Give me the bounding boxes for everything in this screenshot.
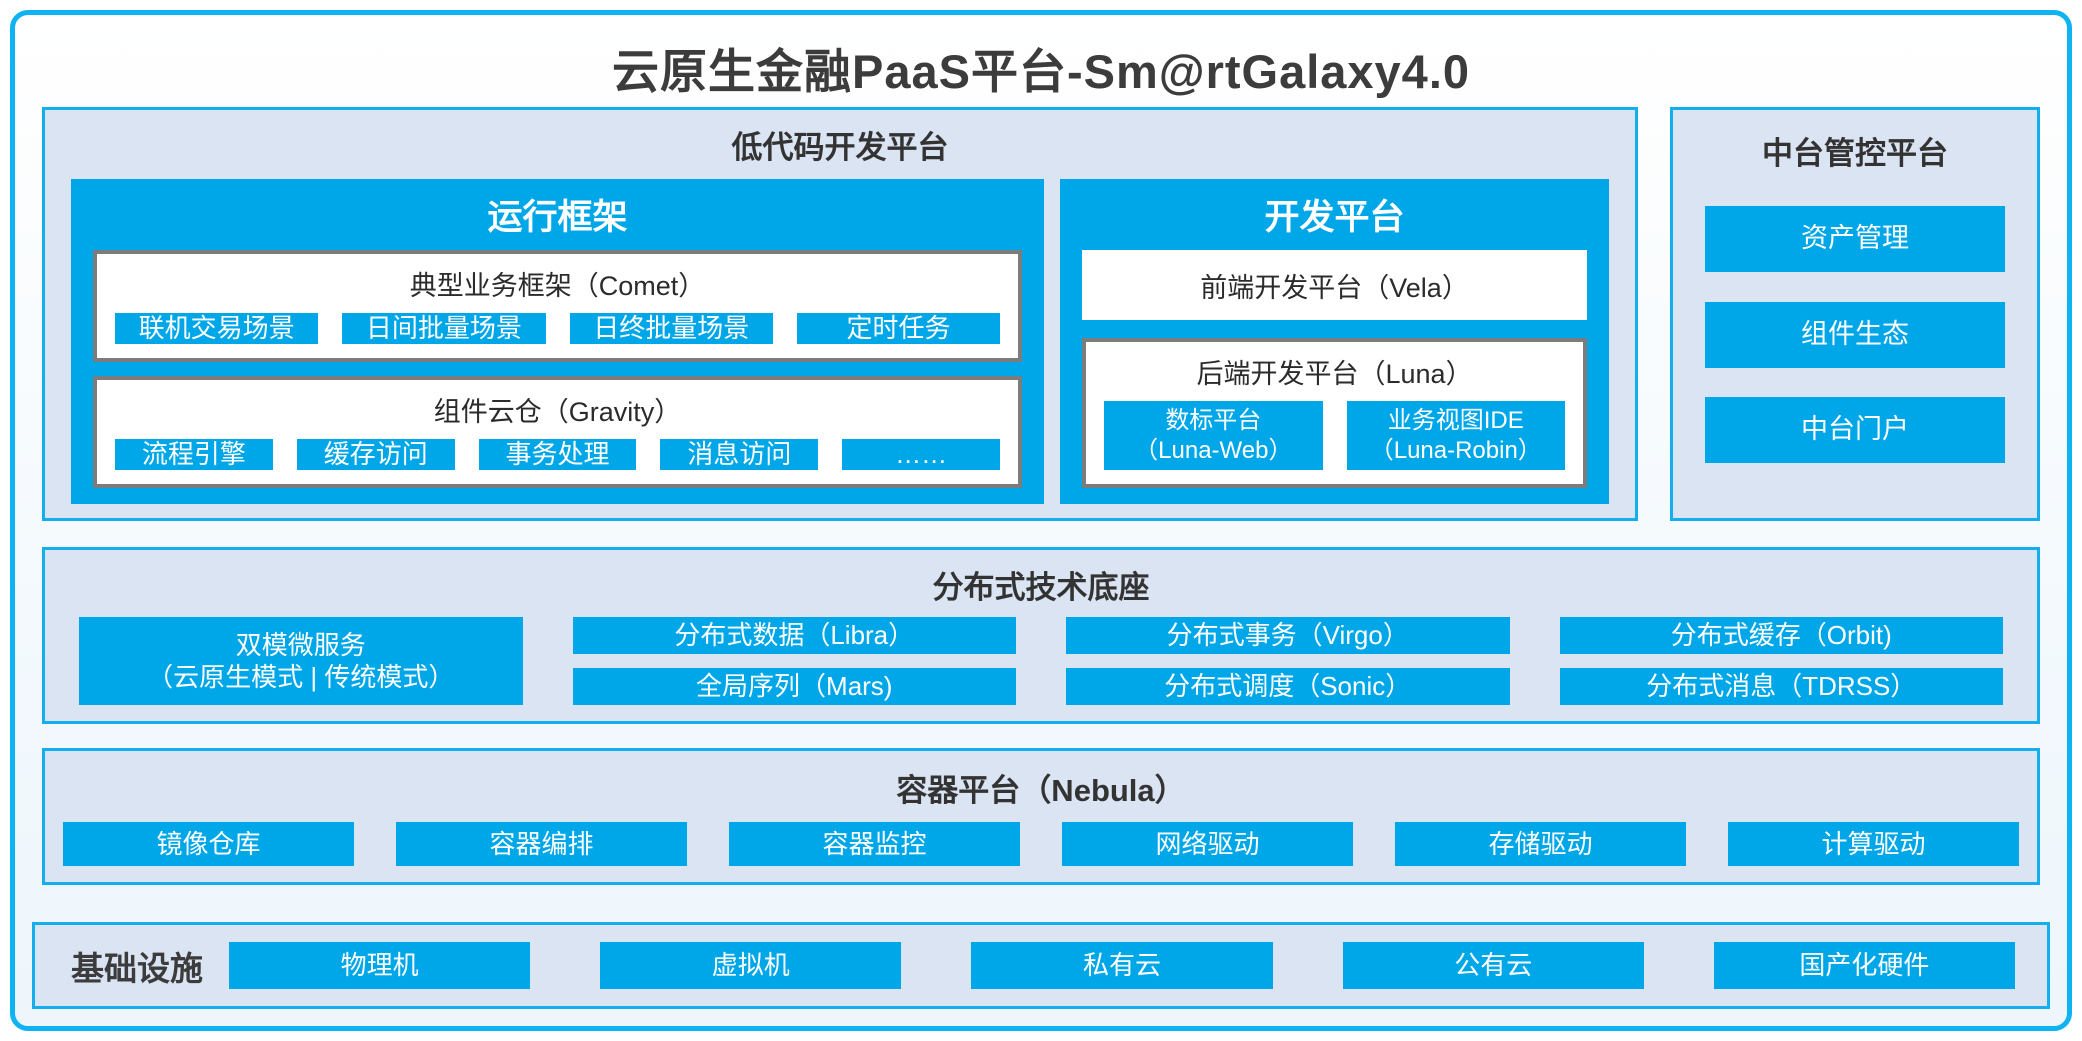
private-cloud-chip: 私有云 xyxy=(971,942,1273,989)
storage-driver-chip: 存储驱动 xyxy=(1395,822,1686,866)
luna-title: 后端开发平台（Luna） xyxy=(1196,359,1473,389)
mid-platform-portal-chip: 中台门户 xyxy=(1705,396,2005,463)
dual-mode-line1: 双模微服务 xyxy=(235,629,366,660)
luna-chips: 数标平台 （Luna-Web） 业务视图IDE （Luna-Robin） xyxy=(1104,401,1565,470)
runtime-framework-title: 运行框架 xyxy=(487,198,628,237)
compute-driver-chip: 计算驱动 xyxy=(1728,822,2019,866)
image-registry-chip: 镜像仓库 xyxy=(63,822,354,866)
infrastructure-panel: 基础设施 物理机 虚拟机 私有云 公有云 国产化硬件 xyxy=(32,922,2050,1009)
container-monitoring-chip: 容器监控 xyxy=(729,822,1020,866)
dual-mode-line2: （云原生模式 | 传统模式） xyxy=(147,662,455,692)
network-driver-chip: 网络驱动 xyxy=(1062,822,1353,866)
gravity-chip: 事务处理 xyxy=(478,439,637,470)
gravity-chip: 流程引擎 xyxy=(115,439,273,470)
vela-box: 前端开发平台（Vela） xyxy=(1082,250,1587,320)
page-title: 云原生金融PaaS平台-Sm@rtGalaxy4.0 xyxy=(611,44,1471,98)
container-platform-title: 容器平台（Nebula） xyxy=(896,773,1186,808)
distributed-scheduling-chip: 分布式调度（Sonic） xyxy=(1066,668,1510,705)
distributed-message-chip: 分布式消息（TDRSS） xyxy=(1559,668,2003,705)
lowcode-platform-panel: 低代码开发平台 运行框架 典型业务框架（Comet） 联机交易场景 日间批量场景… xyxy=(42,107,1638,521)
distributed-grid: 双模微服务 （云原生模式 | 传统模式） 分布式数据（Libra） 全局序列（M… xyxy=(45,617,2037,721)
top-row: 低代码开发平台 运行框架 典型业务框架（Comet） 联机交易场景 日间批量场景… xyxy=(42,107,2040,521)
dual-mode-microservice-chip: 双模微服务 （云原生模式 | 传统模式） xyxy=(79,617,523,705)
luna-robin-line1: 业务视图IDE xyxy=(1387,406,1524,434)
distributed-col-2: 分布式事务（Virgo） 分布式调度（Sonic） xyxy=(1066,617,1510,705)
component-ecosystem-chip: 组件生态 xyxy=(1705,301,2005,368)
infrastructure-chips: 物理机 虚拟机 私有云 公有云 国产化硬件 xyxy=(229,942,2016,989)
container-platform-panel: 容器平台（Nebula） 镜像仓库 容器编排 容器监控 网络驱动 存储驱动 计算… xyxy=(42,748,2040,885)
distributed-data-chip: 分布式数据（Libra） xyxy=(572,617,1016,654)
comet-title: 典型业务框架（Comet） xyxy=(409,271,706,301)
comet-chip: 联机交易场景 xyxy=(115,313,319,344)
diagram-frame: 云原生金融PaaS平台-Sm@rtGalaxy4.0 低代码开发平台 运行框架 … xyxy=(10,10,2072,1031)
infrastructure-label: 基础设施 xyxy=(71,949,203,987)
gravity-chip: 消息访问 xyxy=(660,439,819,470)
distributed-cache-chip: 分布式缓存（Orbit) xyxy=(1559,617,2003,654)
mid-platform-title: 中台管控平台 xyxy=(1762,136,1948,171)
global-sequence-chip: 全局序列（Mars) xyxy=(572,668,1016,705)
distributed-col-3: 分布式缓存（Orbit) 分布式消息（TDRSS） xyxy=(1559,617,2003,705)
luna-robin-chip: 业务视图IDE （Luna-Robin） xyxy=(1346,401,1565,470)
runtime-framework-panel: 运行框架 典型业务框架（Comet） 联机交易场景 日间批量场景 日终批量场景 … xyxy=(71,179,1045,504)
gravity-chips: 流程引擎 缓存访问 事务处理 消息访问 …… xyxy=(115,439,1001,470)
container-chips: 镜像仓库 容器编排 容器监控 网络驱动 存储驱动 计算驱动 xyxy=(45,822,2037,882)
dev-platform-panel: 开发平台 前端开发平台（Vela） 后端开发平台（Luna） 数标平台 （Lun… xyxy=(1060,179,1609,504)
distributed-transaction-chip: 分布式事务（Virgo） xyxy=(1066,617,1510,654)
luna-web-line1: 数标平台 xyxy=(1165,406,1262,434)
distributed-col-1: 分布式数据（Libra） 全局序列（Mars) xyxy=(572,617,1016,705)
public-cloud-chip: 公有云 xyxy=(1342,942,1644,989)
physical-machine-chip: 物理机 xyxy=(229,942,531,989)
gravity-chip: …… xyxy=(842,439,1001,470)
container-orchestration-chip: 容器编排 xyxy=(396,822,687,866)
luna-web-chip: 数标平台 （Luna-Web） xyxy=(1104,401,1323,470)
comet-chip: 定时任务 xyxy=(796,313,1001,344)
luna-robin-line2: （Luna-Robin） xyxy=(1369,436,1542,464)
gravity-title: 组件云仓（Gravity） xyxy=(433,397,682,427)
luna-web-line2: （Luna-Web） xyxy=(1134,436,1293,464)
comet-chip: 日终批量场景 xyxy=(569,313,773,344)
lowcode-body: 运行框架 典型业务框架（Comet） 联机交易场景 日间批量场景 日终批量场景 … xyxy=(71,179,1609,504)
luna-box: 后端开发平台（Luna） 数标平台 （Luna-Web） 业务视图IDE （Lu… xyxy=(1082,338,1587,488)
gravity-box: 组件云仓（Gravity） 流程引擎 缓存访问 事务处理 消息访问 …… xyxy=(93,376,1023,488)
domestic-hardware-chip: 国产化硬件 xyxy=(1713,942,2016,989)
asset-management-chip: 资产管理 xyxy=(1705,206,2005,273)
mid-platform-items: 资产管理 组件生态 中台门户 xyxy=(1705,177,2005,492)
comet-box: 典型业务框架（Comet） 联机交易场景 日间批量场景 日终批量场景 定时任务 xyxy=(93,250,1023,362)
virtual-machine-chip: 虚拟机 xyxy=(600,942,902,989)
gravity-chip: 缓存访问 xyxy=(296,439,455,470)
distributed-base-panel: 分布式技术底座 双模微服务 （云原生模式 | 传统模式） 分布式数据（Libra… xyxy=(42,547,2040,724)
dev-platform-title: 开发平台 xyxy=(1264,198,1405,237)
comet-chips: 联机交易场景 日间批量场景 日终批量场景 定时任务 xyxy=(115,313,1001,344)
comet-chip: 日间批量场景 xyxy=(342,313,546,344)
mid-platform-panel: 中台管控平台 资产管理 组件生态 中台门户 xyxy=(1670,107,2040,521)
distributed-base-title: 分布式技术底座 xyxy=(932,570,1150,605)
lowcode-platform-title: 低代码开发平台 xyxy=(731,130,949,165)
